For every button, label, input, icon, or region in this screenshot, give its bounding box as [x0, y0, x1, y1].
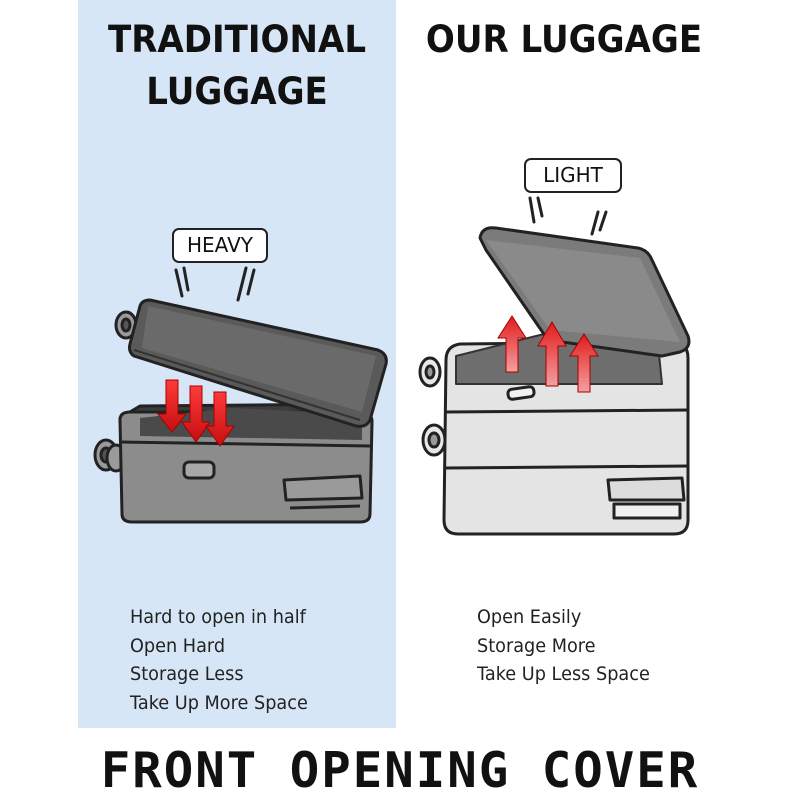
- our-luggage-title: OUR LUGGAGE: [425, 18, 703, 61]
- up-arrow-icon: [497, 315, 599, 393]
- feature-item: Hard to open in half: [130, 606, 306, 628]
- feature-item: Take Up More Space: [130, 691, 308, 714]
- footer-title: FRONT OPENING COVER: [100, 742, 700, 799]
- feature-item: Storage Less: [130, 663, 244, 685]
- our-luggage-features-list: Open Easily Storage More Take Up Less Sp…: [477, 603, 663, 689]
- traditional-features-list: Hard to open in half Open Hard Storage L…: [130, 603, 321, 717]
- light-badge: LIGHT: [524, 158, 622, 193]
- light-motion-lines: [528, 196, 608, 236]
- down-arrow-icon: [156, 379, 235, 447]
- feature-item: Take Up Less Space: [477, 663, 650, 685]
- traditional-suitcase-icon: [93, 298, 388, 524]
- feature-item: Open Hard: [130, 634, 226, 657]
- feature-item: Open Easily: [477, 606, 582, 628]
- feature-item: Storage More: [477, 634, 596, 657]
- heavy-badge: HEAVY: [172, 228, 268, 263]
- traditional-luggage-title: TRADITIONAL LUGGAGE: [107, 18, 367, 113]
- heavy-motion-lines: [174, 266, 256, 302]
- front-opening-suitcase-icon: [418, 226, 691, 536]
